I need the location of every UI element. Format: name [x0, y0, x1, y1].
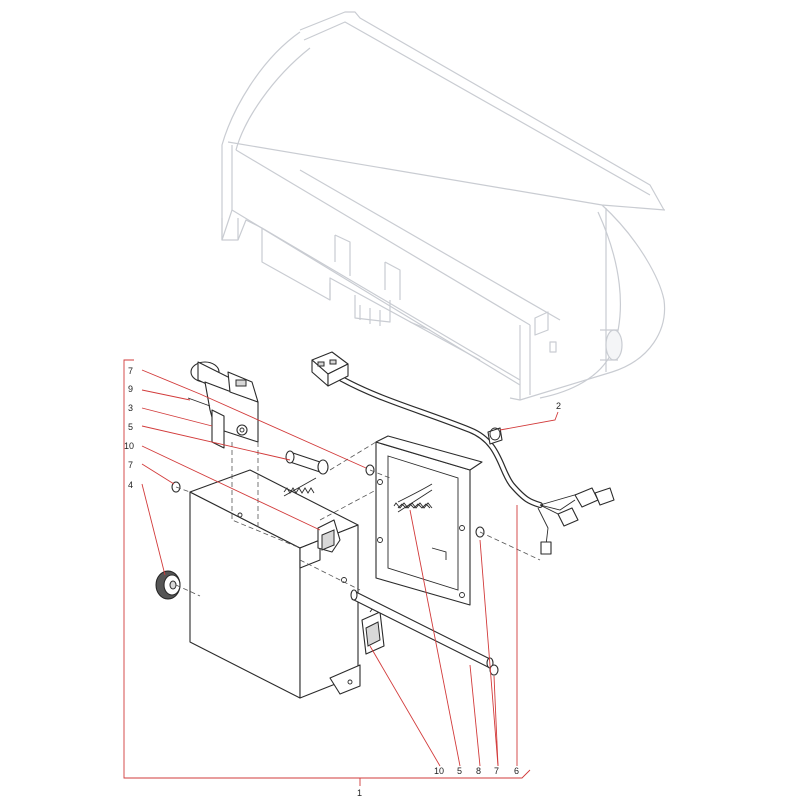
callout-5-left: 5	[128, 422, 133, 432]
callout-10-left: 10	[124, 441, 134, 451]
leader-lines	[123, 359, 559, 786]
callout-9: 9	[128, 384, 133, 394]
callout-2: 2	[556, 401, 561, 411]
microswitch	[361, 603, 385, 655]
side-bracket	[375, 435, 483, 606]
callout-7-bottom: 7	[494, 766, 499, 776]
switch-lever	[317, 519, 341, 553]
callout-1: 1	[357, 788, 362, 798]
callout-7-top: 7	[128, 366, 133, 376]
callout-10-bottom: 10	[434, 766, 444, 776]
assembly-lines	[175, 441, 541, 597]
mounting-plate	[189, 469, 361, 699]
drive-shaft	[350, 589, 494, 669]
small-spring	[283, 477, 317, 497]
callout-7-left: 7	[128, 460, 133, 470]
gear-motor	[187, 361, 259, 449]
wiring-harness	[311, 351, 615, 555]
callout-4: 4	[128, 480, 133, 490]
bracket-spring	[393, 483, 433, 513]
gear-wheel	[155, 570, 181, 600]
callout-6: 6	[514, 766, 519, 776]
pin-bushing	[285, 450, 329, 475]
callout-5-bottom: 5	[457, 766, 462, 776]
ghost-hopper-housing	[221, 11, 666, 401]
callout-3: 3	[128, 403, 133, 413]
callout-numbers: 7 9 3 5 10 7 4 2 10 5 8 7 6 1	[124, 366, 561, 798]
callout-8: 8	[476, 766, 481, 776]
